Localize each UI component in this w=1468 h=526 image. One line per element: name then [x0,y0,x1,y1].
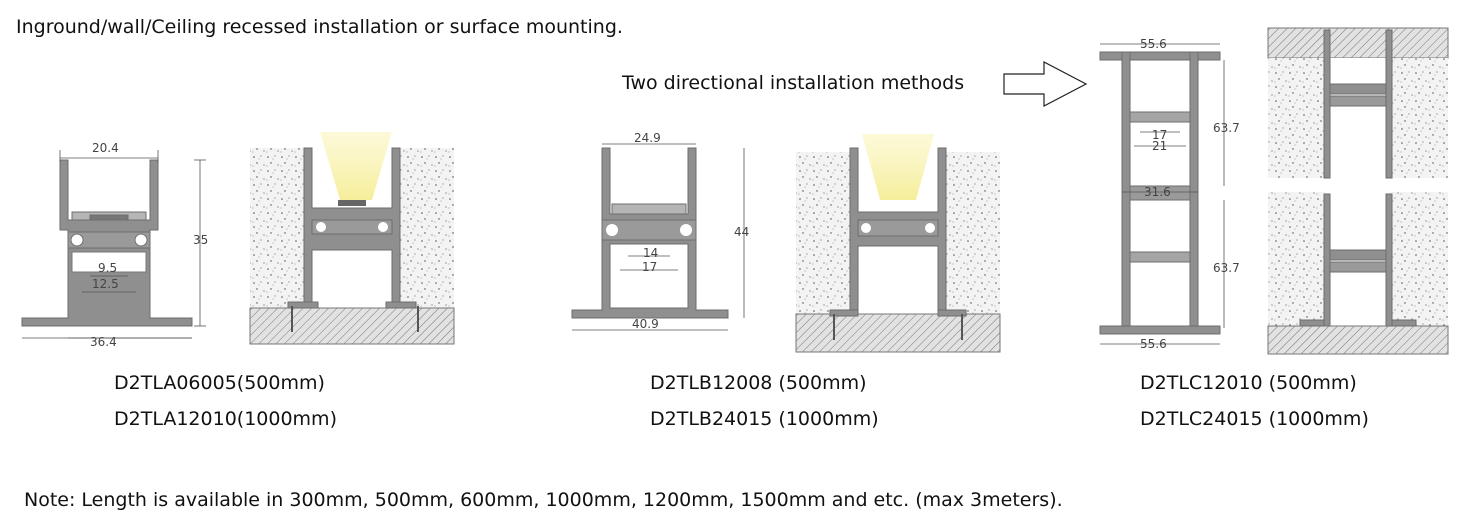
profile-a-dimension-lines [22,150,206,339]
profile-a-height-dim: 35 [193,233,208,247]
profile-b-height-dim: 44 [734,225,749,239]
model-c-500: D2TLC12010 (500mm) [1140,372,1357,394]
page-heading: Inground/wall/Ceiling recessed installat… [16,16,623,38]
profile-c-middle-dim: 31.6 [1144,185,1171,199]
profile-c-inner-large-dim: 21 [1152,139,1167,153]
model-b-1000: D2TLB24015 (1000mm) [650,408,879,430]
profile-c-installation-lower [1267,192,1449,355]
profile-b-slot-left [606,224,618,236]
profile-c-inner-small-dim: 17 [1152,128,1167,142]
profile-a-top-dim: 20.4 [92,141,119,155]
model-a-1000: D2TLA12010(1000mm) [114,408,337,430]
profile-b-drawing [571,147,729,319]
profile-a-base-dim: 36.4 [90,335,117,349]
profile-c-upper-height-dim: 63.7 [1213,121,1240,135]
profile-b-inner-large-dim: 17 [642,260,657,274]
profile-b-top-dim: 24.9 [634,131,661,145]
profile-c-top-dim: 55.6 [1140,37,1167,51]
profile-a-inner-small-dim: 9.5 [98,261,117,275]
profile-c-lower-height-dim: 63.7 [1213,261,1240,275]
profile-a-inner-large-dim: 12.5 [92,277,119,291]
profile-c-dimension-lines [1100,43,1225,345]
profile-c-base-dim: 55.6 [1140,337,1167,351]
two-directional-label: Two directional installation methods [622,72,965,94]
profile-c-installation-upper [1267,27,1449,179]
profile-b-slot-right [680,224,692,236]
model-b-500: D2TLB12008 (500mm) [650,372,867,394]
model-a-500: D2TLA06005(500mm) [114,372,325,394]
length-note: Note: Length is available in 300mm, 500m… [24,489,1063,511]
profile-b-installation [795,134,1001,353]
profile-b-dimension-lines [572,143,745,331]
profile-a-installation [249,132,455,345]
model-c-1000: D2TLC24015 (1000mm) [1140,408,1369,430]
profile-b-inner-small-dim: 14 [643,246,658,260]
profile-b-base-dim: 40.9 [632,317,659,331]
direction-arrow [1003,61,1088,107]
profile-a-drawing [21,159,193,327]
